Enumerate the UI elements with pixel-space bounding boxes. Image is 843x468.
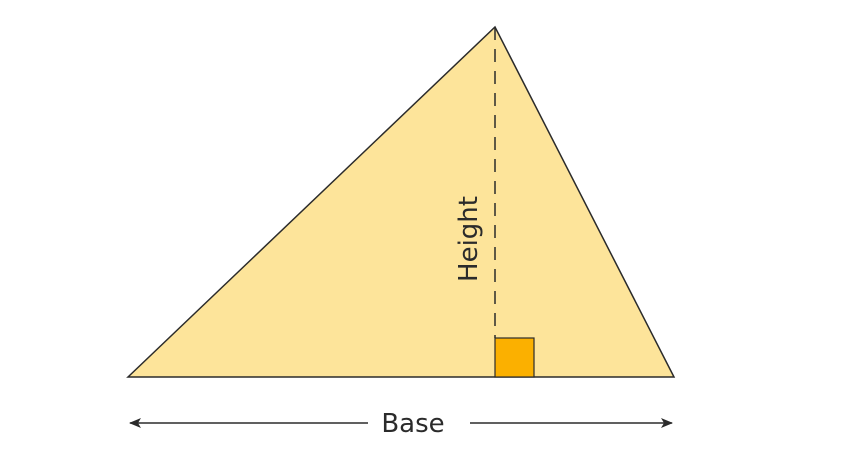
right-angle-marker <box>494 337 535 378</box>
triangle <box>126 25 676 378</box>
base-label: Base <box>381 409 444 439</box>
height-label: Height <box>454 196 484 282</box>
